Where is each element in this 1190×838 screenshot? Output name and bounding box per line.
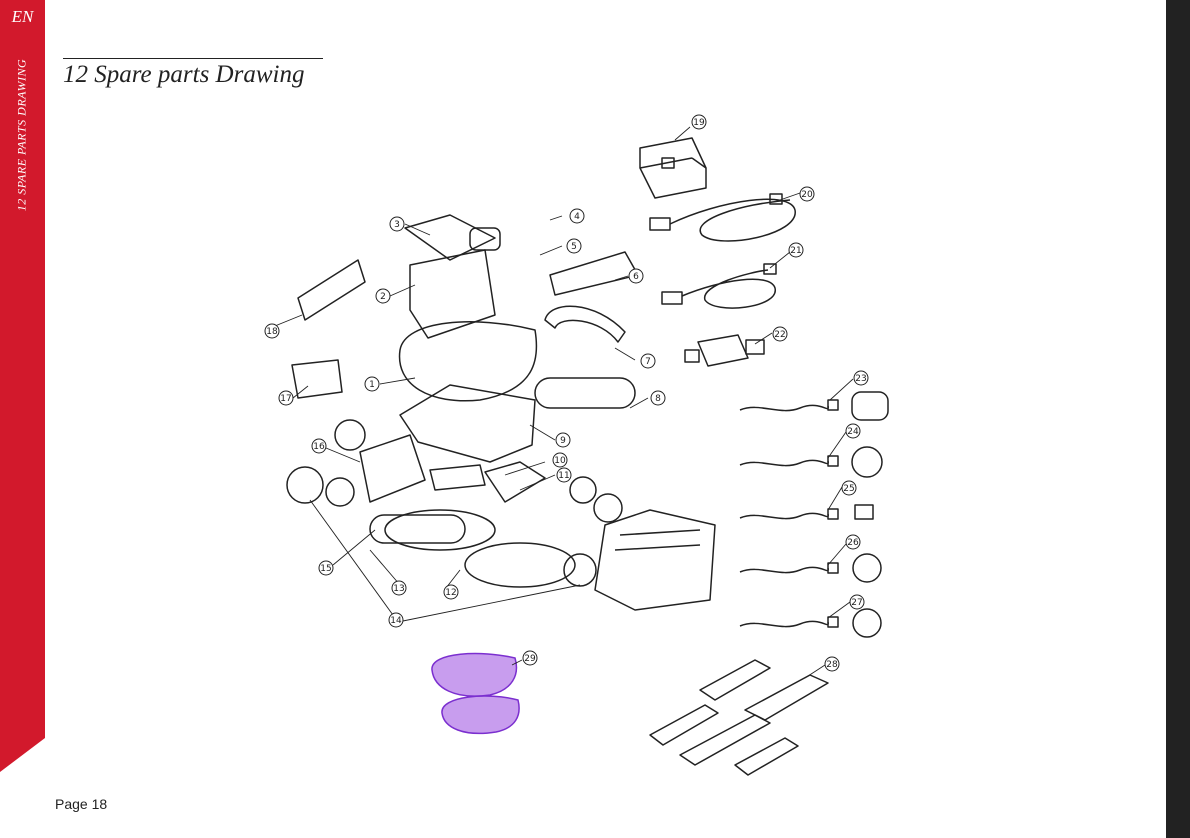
callout-28: 28 bbox=[826, 660, 838, 670]
exploded-parts-drawing: 1 2 3 4 5 6 7 8 9 10 11 12 13 14 15 16 1… bbox=[250, 110, 900, 780]
highlighted-filter-part bbox=[432, 654, 519, 734]
callout-7: 7 bbox=[645, 357, 651, 367]
tracks-and-wheels bbox=[287, 228, 638, 587]
swivel-part bbox=[685, 335, 764, 366]
callout-20: 20 bbox=[801, 190, 813, 200]
power-supply-box-part bbox=[640, 138, 706, 198]
brush-bottom-unit bbox=[595, 510, 715, 610]
callout-25: 25 bbox=[843, 484, 854, 494]
callout-23: 23 bbox=[855, 374, 866, 384]
callout-29: 29 bbox=[524, 654, 536, 664]
callout-2: 2 bbox=[380, 292, 386, 302]
plug-cords-group bbox=[740, 392, 888, 637]
section-vertical-title: 12 SPARE PARTS DRAWING bbox=[15, 59, 30, 211]
sidebar-band: EN 12 SPARE PARTS DRAWING bbox=[0, 0, 45, 838]
power-cable-part bbox=[662, 264, 776, 308]
callout-14: 14 bbox=[390, 616, 402, 626]
floating-cable-part bbox=[650, 194, 795, 241]
callout-3: 3 bbox=[394, 220, 400, 230]
callout-10: 10 bbox=[554, 456, 566, 466]
callout-27: 27 bbox=[851, 598, 862, 608]
callout-15: 15 bbox=[320, 564, 331, 574]
callout-11: 11 bbox=[558, 471, 569, 481]
title-rule bbox=[63, 58, 323, 59]
callout-12: 12 bbox=[445, 588, 456, 598]
callout-26: 26 bbox=[847, 538, 859, 548]
callout-6: 6 bbox=[633, 272, 639, 282]
language-label: EN bbox=[0, 7, 45, 27]
brush-strips-part bbox=[650, 660, 828, 775]
callout-24: 24 bbox=[847, 427, 859, 437]
callout-4: 4 bbox=[574, 212, 580, 222]
leader-lines bbox=[270, 127, 853, 678]
callout-8: 8 bbox=[655, 394, 661, 404]
callout-22: 22 bbox=[774, 330, 785, 340]
robot-assembly bbox=[292, 215, 545, 502]
callout-19: 19 bbox=[693, 118, 705, 128]
page-title: 12 Spare parts Drawing bbox=[63, 61, 304, 89]
right-edge-bar bbox=[1166, 0, 1190, 838]
callout-9: 9 bbox=[560, 436, 566, 446]
callout-13: 13 bbox=[393, 584, 404, 594]
callout-1: 1 bbox=[369, 380, 375, 390]
page-number: Page 18 bbox=[55, 796, 107, 812]
callout-5: 5 bbox=[571, 242, 577, 252]
callout-21: 21 bbox=[790, 246, 801, 256]
callout-16: 16 bbox=[313, 442, 325, 452]
callout-17: 17 bbox=[280, 394, 291, 404]
callout-18: 18 bbox=[266, 327, 278, 337]
